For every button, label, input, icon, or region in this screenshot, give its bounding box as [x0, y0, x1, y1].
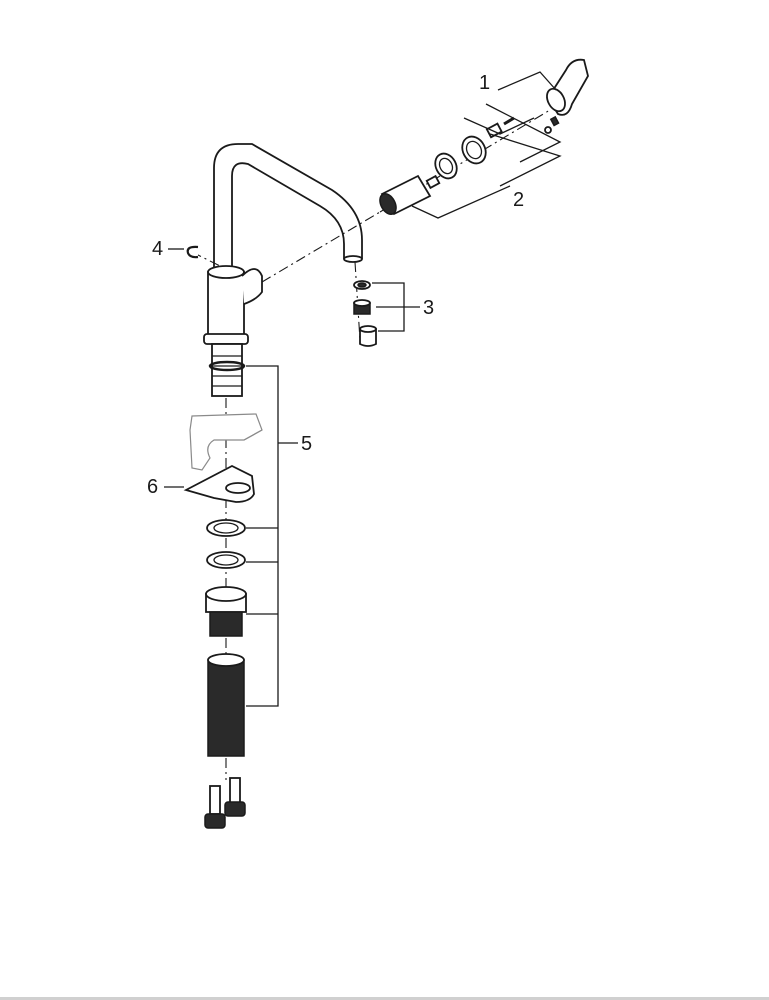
callout-2: 2 [513, 189, 525, 211]
leader-lines [164, 71, 562, 707]
lever-handle [544, 58, 589, 134]
callout-6: 6 [147, 476, 159, 498]
callout-1: 1 [479, 72, 491, 94]
faucet-body [203, 143, 363, 397]
assembly-axes [191, 109, 551, 780]
aerator-assembly [353, 280, 377, 347]
callout-3: 3 [423, 297, 435, 319]
cartridge-assembly [379, 116, 515, 216]
bottom-border [0, 997, 769, 1000]
retaining-clip [186, 245, 199, 259]
mounting-parts [183, 413, 263, 829]
callout-5: 5 [301, 433, 313, 455]
callout-4: 4 [152, 238, 164, 260]
